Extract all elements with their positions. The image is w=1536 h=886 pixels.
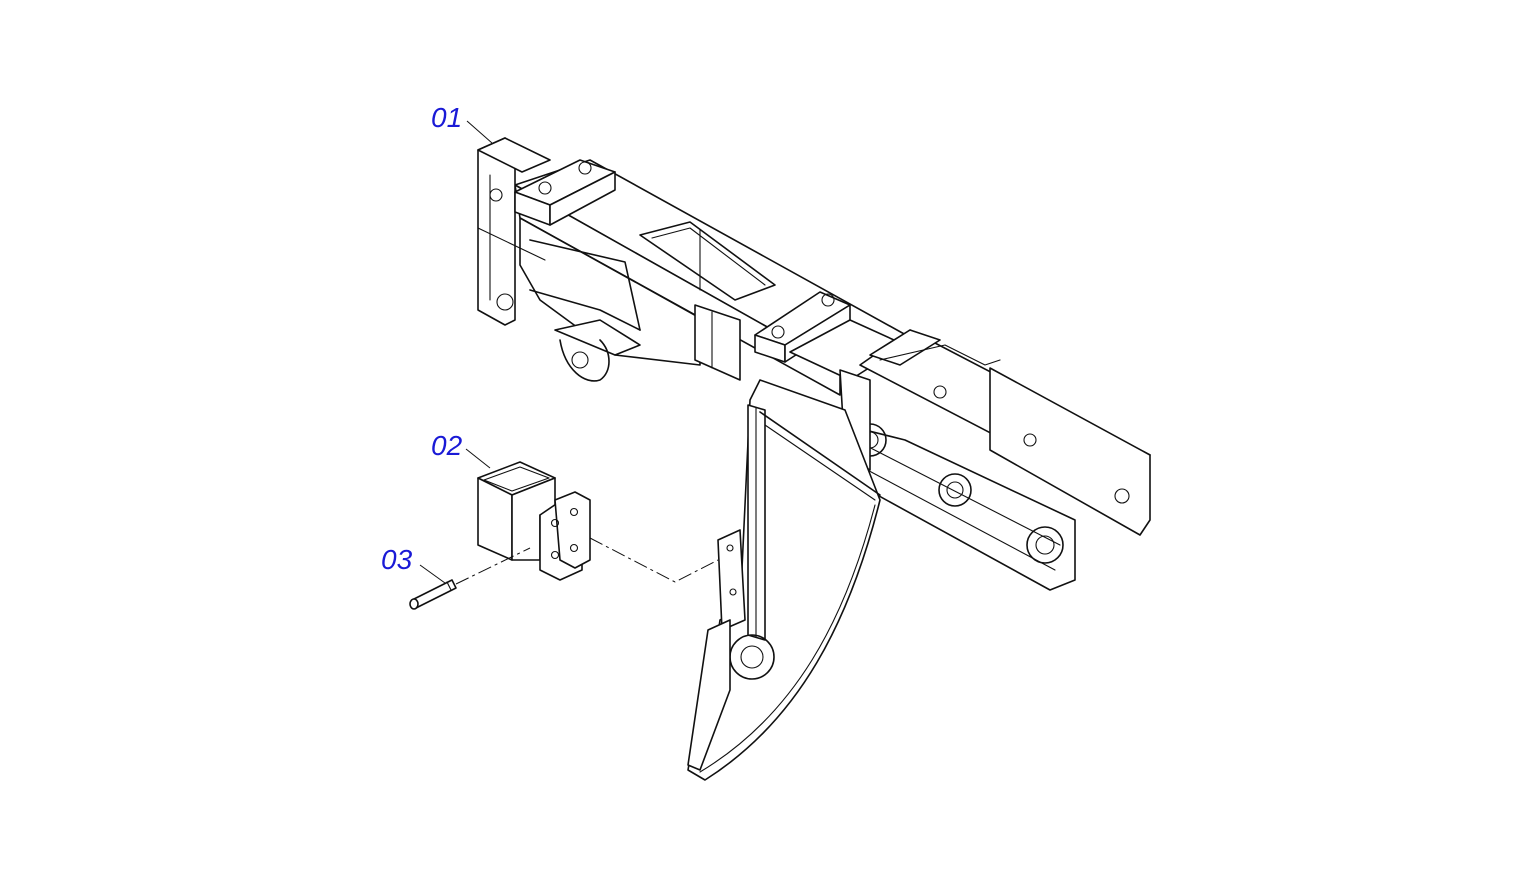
callout-label-03: 03 (381, 544, 413, 575)
callout-label-01: 01 (431, 102, 462, 133)
callout-leaders (419, 120, 493, 584)
assembly-centerlines (455, 537, 719, 585)
part-01-frame (477, 137, 1151, 781)
part-02-bracket (477, 461, 591, 581)
part-03-pin (409, 579, 457, 610)
callout-label-02: 02 (431, 430, 463, 461)
